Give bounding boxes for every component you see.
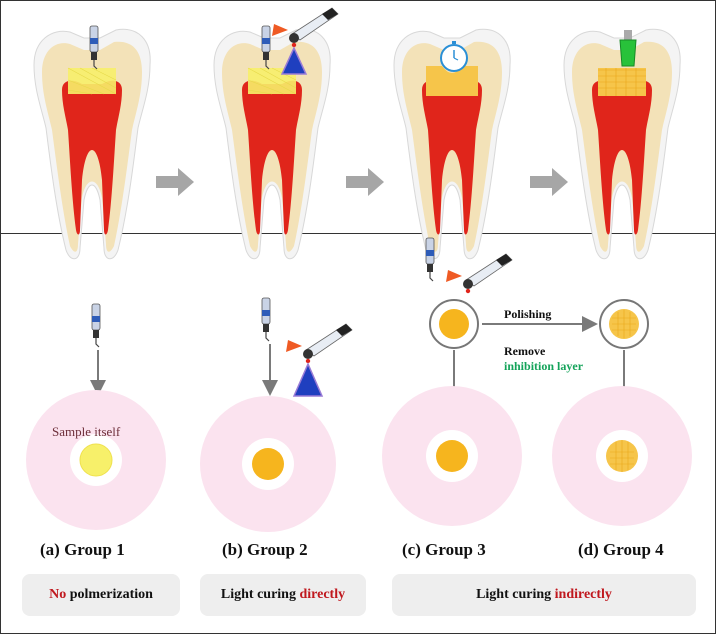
- condition-highlight: indirectly: [554, 587, 612, 602]
- curing-light-icon: [271, 7, 339, 75]
- clock-icon: [440, 41, 468, 72]
- condition-group-2: Light curing directly: [200, 574, 366, 616]
- arrow-right-icon: [530, 168, 568, 196]
- polishing-tip-icon: [619, 30, 637, 67]
- condition-groups-3-4: Light curing indirectly: [392, 574, 696, 616]
- syringe-icon: [425, 237, 435, 282]
- group-4-label: (d) Group 4: [578, 540, 664, 559]
- condition-highlight: directly: [299, 587, 346, 602]
- group-1-label: (a) Group 1: [40, 540, 125, 559]
- tooth-step-1: [33, 28, 151, 260]
- specimen-cured: [436, 440, 468, 472]
- condition-group-1: No polmerization: [22, 574, 180, 616]
- group-3-label: (c) Group 3: [402, 540, 486, 559]
- condition-text: Light curing: [220, 587, 300, 602]
- arrow-right-icon: [156, 168, 194, 196]
- group-2-label: (b) Group 2: [222, 540, 308, 559]
- curing-light-icon: [445, 253, 513, 294]
- tooth-step-4: [563, 28, 681, 260]
- curing-light-icon: [285, 323, 353, 397]
- specimen-cured: [439, 309, 469, 339]
- inhibition-layer-label: inhibition layer: [504, 359, 584, 373]
- remove-label: Remove: [504, 344, 546, 358]
- condition-text: Light curing: [476, 587, 555, 602]
- specimen-uncured: [79, 443, 113, 477]
- tooth-step-3: [393, 28, 511, 260]
- tooth-step-2: [213, 28, 331, 260]
- sample-label: Sample itself: [52, 424, 121, 439]
- condition-text: polmerization: [66, 587, 153, 602]
- arrow-right-icon: [346, 168, 384, 196]
- condition-highlight: No: [49, 587, 67, 602]
- syringe-icon: [261, 297, 271, 342]
- specimen-cured: [252, 448, 284, 480]
- polishing-label: Polishing: [504, 307, 552, 321]
- syringe-icon: [91, 303, 101, 348]
